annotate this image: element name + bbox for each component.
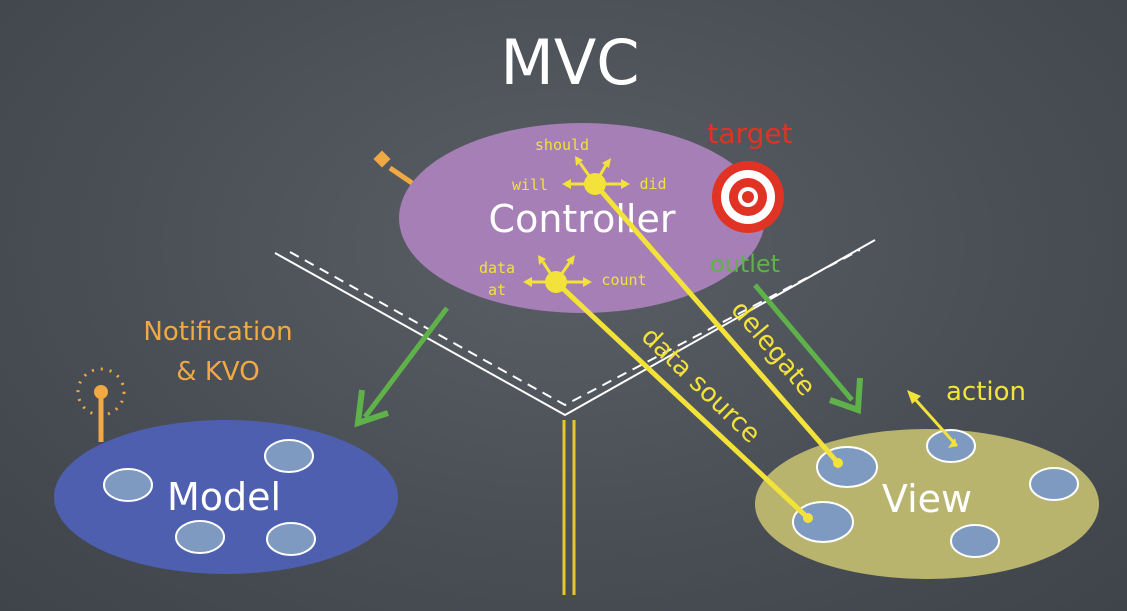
action-arrow — [907, 390, 959, 448]
target-label: target — [707, 117, 792, 150]
outlet-label: outlet — [710, 250, 780, 278]
target-icon — [712, 161, 784, 233]
will-label: will — [512, 176, 548, 194]
data-label: data — [479, 259, 515, 277]
action-label: action — [946, 377, 1026, 407]
model-label: Model — [167, 475, 281, 519]
at-label: at — [488, 281, 506, 299]
should-label: should — [535, 136, 589, 154]
datasource-line — [554, 280, 813, 523]
controller-label: Controller — [489, 197, 676, 241]
controller-to-model-arrow — [354, 306, 449, 428]
delegate-line — [593, 182, 843, 468]
divider-lines — [274, 239, 876, 417]
model-subviews — [103, 439, 316, 556]
outlet-arrow — [753, 283, 863, 415]
view-label: View — [882, 477, 972, 521]
controller-antenna-icon — [373, 150, 414, 186]
notification-label: Notification — [143, 317, 292, 347]
double-yellow-line — [562, 420, 576, 595]
did-label: did — [639, 175, 666, 193]
controller-ellipse — [399, 123, 765, 313]
count-label: count — [601, 271, 646, 289]
page-title: MVC — [500, 26, 639, 99]
broadcast-antenna-icon — [76, 367, 126, 442]
data-source-label: data source — [635, 321, 766, 449]
kvo-label: & KVO — [176, 357, 259, 387]
